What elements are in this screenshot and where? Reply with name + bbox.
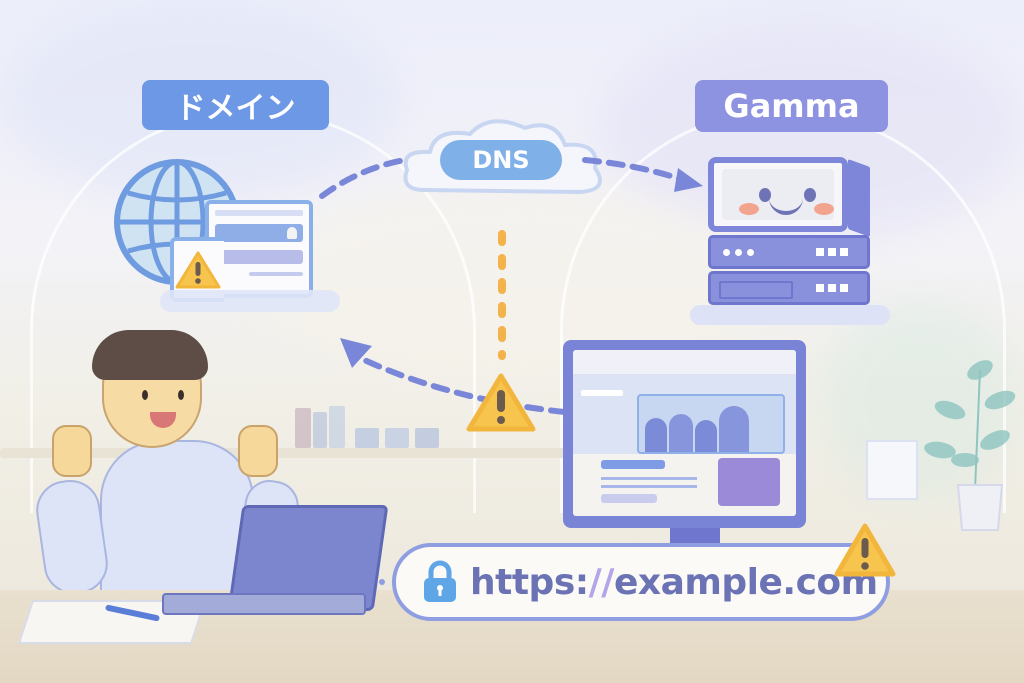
- domain-label: ドメイン: [142, 80, 329, 130]
- gamma-label-text: Gamma: [723, 87, 860, 125]
- website-preview: [573, 350, 796, 516]
- dns-label-text: DNS: [472, 146, 530, 174]
- url-text: https://example.com: [470, 562, 878, 603]
- url-host: example.com: [613, 561, 878, 603]
- monitor-stand: [670, 528, 720, 546]
- plant-icon: [924, 360, 1016, 531]
- domain-cloud-base: [160, 290, 340, 312]
- person-illustration: [30, 330, 303, 610]
- url-bar[interactable]: https://example.com: [392, 543, 890, 621]
- server-cloud-base: [690, 305, 890, 325]
- laptop-icon: [162, 505, 389, 615]
- background-shelf: [0, 448, 580, 458]
- warning-icon: [466, 373, 536, 432]
- warning-icon: [834, 523, 896, 577]
- gamma-label: Gamma: [695, 80, 888, 132]
- background-books: [295, 406, 445, 448]
- domain-label-text: ドメイン: [175, 91, 296, 126]
- warning-icon: [175, 251, 221, 289]
- url-slashes: //: [588, 561, 615, 603]
- background-document-stand: [866, 440, 918, 500]
- lock-icon: [424, 560, 456, 602]
- server-icon: [708, 157, 878, 309]
- monitor-icon: [563, 340, 806, 528]
- dns-pill: DNS: [440, 140, 562, 180]
- url-scheme: https:: [470, 561, 589, 603]
